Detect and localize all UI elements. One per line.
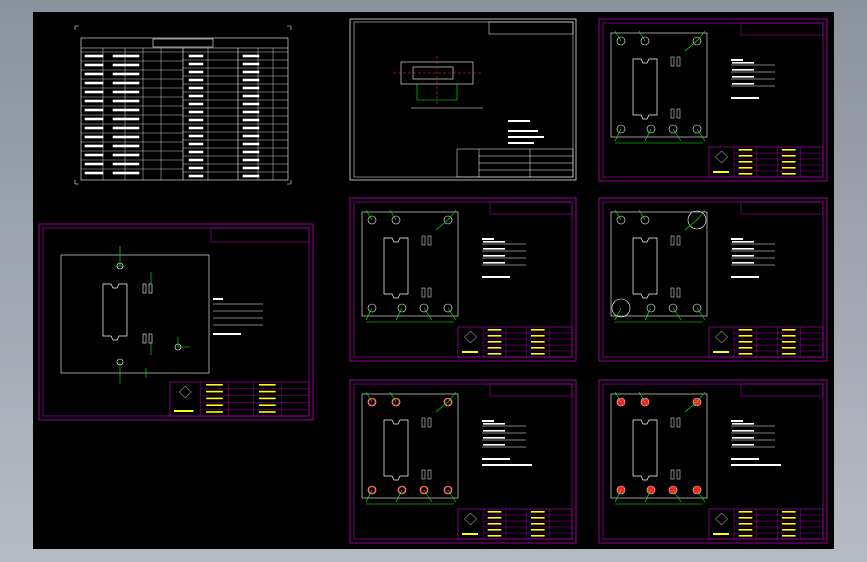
template-sheets: [349, 18, 828, 544]
template-sheet-4[interactable]: [349, 379, 577, 544]
index-table-sheet[interactable]: [74, 25, 292, 185]
drawing-svg: [38, 18, 828, 544]
template-sheet-3[interactable]: [598, 197, 828, 362]
overview-leaders: [114, 246, 190, 384]
overview-notes: [213, 298, 263, 335]
overview-pins: [116, 262, 182, 366]
assembly-part-outline: [400, 61, 483, 109]
assembly-notes: [508, 120, 544, 144]
cad-drawing-canvas[interactable]: [33, 12, 834, 549]
overview-title-block: [169, 381, 310, 417]
part-assembly-sheet[interactable]: [349, 18, 577, 181]
assembly-title-block: [456, 148, 574, 178]
template-sheet-1[interactable]: [598, 18, 828, 182]
assembly-centerlines: [393, 56, 483, 104]
index-table-left-grid: [81, 48, 183, 180]
index-table-right-grid: [183, 48, 288, 180]
overview-sheet[interactable]: [38, 223, 314, 421]
template-sheet-5[interactable]: [598, 379, 828, 544]
template-sheet-2[interactable]: [349, 197, 577, 362]
